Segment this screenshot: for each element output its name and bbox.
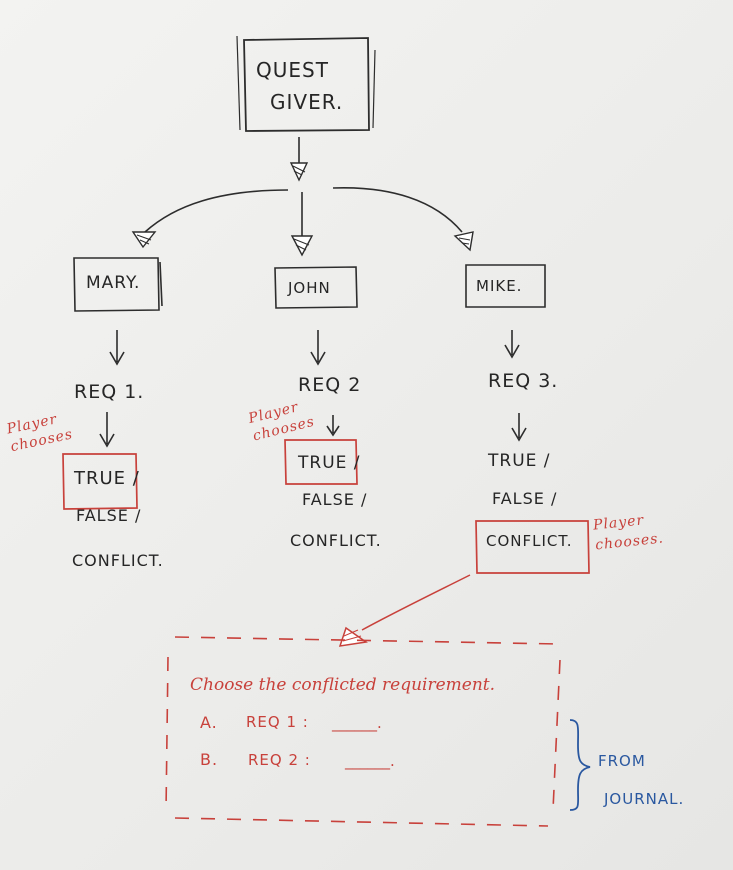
arrow-to-mike [332,187,474,252]
mary-option-false: FALSE / [76,506,142,525]
arrow-to-mary [131,189,289,249]
option-a-label: REQ 1 : [246,713,309,731]
arrow-quest-to-split [289,137,309,182]
mary-option-true: TRUE / [74,468,140,489]
from-journal-line2: JOURNAL. [604,790,685,808]
arrow-to-john [290,192,314,257]
mike-box [465,264,546,308]
mary-true-selection [62,453,138,510]
mike-conflict-selection [475,520,590,574]
john-true-selection [284,439,358,485]
npc-name-mike: MIKE. [476,277,523,295]
option-b-letter: B. [200,750,219,769]
quest-giver-box [236,35,376,132]
quest-giver-label-line2: GIVER. [270,90,344,114]
mary-box [73,257,163,312]
john-option-conflict: CONFLICT. [290,531,382,550]
conflict-dialog-frame [165,636,561,827]
john-option-true: TRUE / [298,453,361,473]
mike-option-true: TRUE / [488,451,551,471]
npc-name-john: JOHN [288,279,331,297]
mike-option-conflict: CONFLICT. [486,532,573,550]
option-a-blank: ______. [332,714,382,732]
john-box [274,266,358,309]
option-a-letter: A. [200,713,218,732]
option-b-label: REQ 2 : [248,751,311,769]
mike-option-false: FALSE / [492,489,558,508]
from-journal-line1: FROM [598,752,646,770]
req-john: REQ 2 [298,374,362,396]
quest-giver-label-line1: QUEST [256,58,329,82]
down-arrows [99,330,527,448]
mary-option-conflict: CONFLICT. [72,551,164,570]
john-option-false: FALSE / [302,490,368,509]
option-b-blank: ______. [345,752,395,770]
conflict-dialog-title: Choose the conflicted requirement. [190,675,496,695]
req-mike: REQ 3. [488,370,559,392]
req-mary: REQ 1. [74,381,145,403]
npc-name-mary: MARY. [86,273,141,293]
journal-brace [569,719,591,811]
arrow-conflict-to-dialog [338,574,471,647]
